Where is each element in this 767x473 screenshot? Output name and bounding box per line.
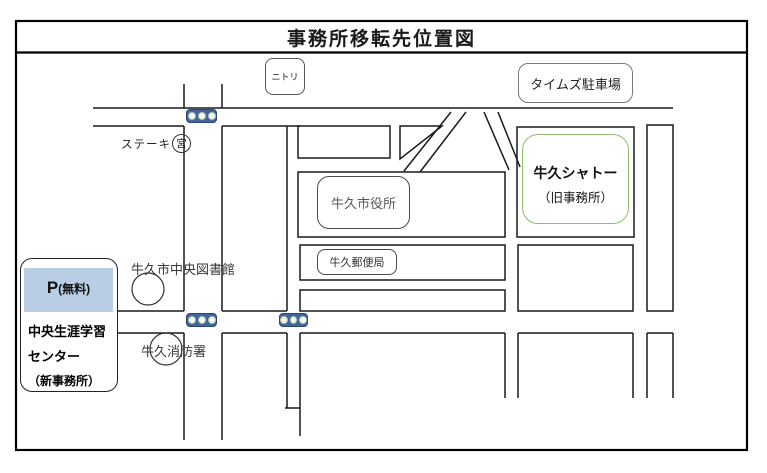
lamp (207, 316, 216, 324)
page-title: 事務所移転先位置図 (286, 29, 476, 50)
nitori-box: ニトリ (265, 58, 305, 95)
new-office-line-1: 中央生涯学習 (28, 324, 107, 339)
steak-miya-text: ステーキ (121, 138, 171, 151)
traffic-light-icon (186, 313, 217, 327)
library-label: 牛久市中央図書館 (131, 262, 236, 277)
traffic-light-icon (186, 109, 217, 123)
fire-station-label: 牛久消防署 (141, 344, 207, 359)
times-parking-label: タイムズ駐車場 (530, 76, 621, 92)
lamp (187, 112, 196, 120)
steak-miya-label: ステーキ 宮 (121, 134, 191, 153)
times-parking-box: タイムズ駐車場 (518, 63, 633, 103)
lamp (289, 316, 298, 324)
chateau-note: （旧事務所） (537, 190, 613, 205)
post-office-label: 牛久郵便局 (329, 257, 385, 269)
road-network (93, 84, 674, 440)
fire-station-circle (149, 332, 183, 366)
chateau-box: 牛久シャトー （旧事務所） (522, 134, 629, 224)
new-office-line-2: センター (28, 349, 81, 364)
lamp (187, 316, 196, 324)
traffic-light-icon (279, 313, 308, 327)
nitori-label: ニトリ (271, 72, 299, 82)
library-circle (131, 272, 165, 306)
map-border (14, 19, 749, 452)
post-office-box: 牛久郵便局 (317, 249, 397, 275)
parking-p-label: P (46, 278, 59, 297)
lamp (207, 112, 216, 120)
lamp (197, 316, 206, 324)
city-hall-label: 牛久市役所 (330, 196, 396, 211)
lamp (299, 316, 308, 324)
new-office-text: 中央生涯学習 センター （新事務所） (28, 319, 106, 393)
lamp (197, 112, 206, 120)
new-office-line-3: （新事務所） (28, 374, 101, 388)
lamp (280, 316, 288, 324)
city-blocks (297, 124, 674, 312)
miya-circle-icon: 宮 (172, 134, 191, 153)
city-hall-box: 牛久市役所 (317, 176, 410, 229)
new-office-box: P (無料) 中央生涯学習 センター （新事務所） (20, 258, 118, 392)
parking-area: P (無料) (24, 268, 113, 312)
parking-free-label: (無料) (58, 282, 91, 296)
chateau-name: 牛久シャトー (533, 164, 618, 181)
